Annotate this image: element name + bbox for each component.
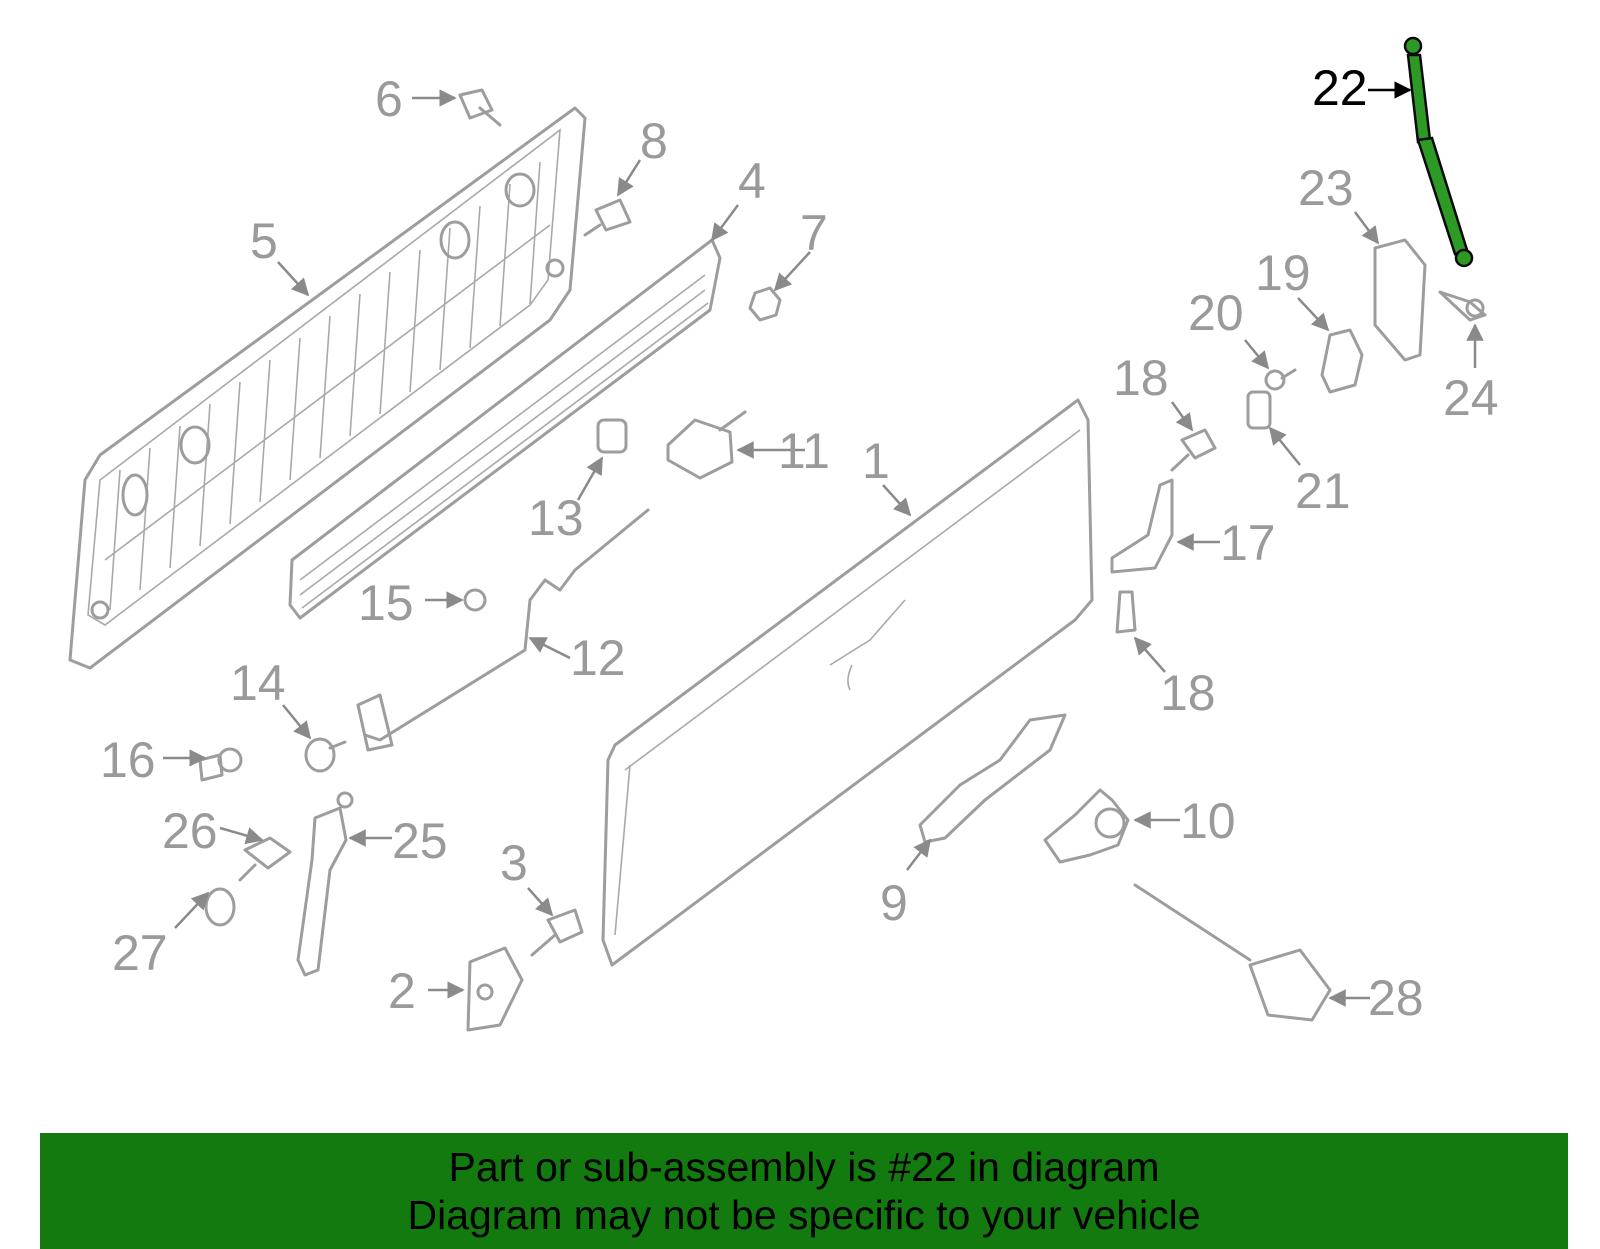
callout-15: 15 bbox=[358, 575, 414, 631]
part-1-tailgate bbox=[601, 398, 1094, 967]
callout-9: 9 bbox=[880, 875, 908, 931]
callout-24: 24 bbox=[1443, 370, 1499, 426]
banner-line-1: Part or sub-assembly is #22 in diagram bbox=[448, 1144, 1160, 1190]
callout-11: 11 bbox=[778, 423, 830, 479]
callout-7: 7 bbox=[800, 205, 828, 261]
callout-12: 12 bbox=[570, 630, 626, 686]
callout-20: 20 bbox=[1188, 285, 1244, 341]
callout-14: 14 bbox=[230, 655, 286, 711]
callout-4: 4 bbox=[738, 153, 766, 209]
callout-labels: 1 2 3 4 5 6 7 8 9 10 11 12 13 14 15 16 1… bbox=[100, 60, 1499, 1026]
callout-6: 6 bbox=[375, 71, 403, 127]
callout-26: 26 bbox=[162, 803, 218, 859]
callout-1: 1 bbox=[862, 433, 890, 489]
callout-3: 3 bbox=[500, 835, 528, 891]
part-5-tailgate-liner bbox=[68, 106, 587, 670]
callout-13: 13 bbox=[528, 490, 584, 546]
info-banner: Part or sub-assembly is #22 in diagram D… bbox=[40, 1133, 1568, 1249]
callout-8: 8 bbox=[640, 113, 668, 169]
callout-27: 27 bbox=[112, 925, 168, 981]
callout-28: 28 bbox=[1368, 970, 1424, 1026]
callout-22: 22 bbox=[1312, 60, 1368, 116]
banner-line-2: Diagram may not be specific to your vehi… bbox=[407, 1192, 1201, 1238]
callout-21: 21 bbox=[1295, 463, 1351, 519]
callout-23: 23 bbox=[1298, 160, 1354, 216]
leader-lines bbox=[163, 81, 1484, 1007]
callout-17: 17 bbox=[1220, 515, 1276, 571]
callout-2: 2 bbox=[388, 963, 416, 1019]
part-22-lift-support-strut bbox=[1403, 36, 1474, 268]
callout-25: 25 bbox=[392, 813, 448, 869]
hardware-parts bbox=[198, 88, 1487, 1032]
callout-18-upper: 18 bbox=[1113, 350, 1169, 406]
callout-19: 19 bbox=[1255, 245, 1311, 301]
callout-18-lower: 18 bbox=[1160, 665, 1216, 721]
part-4-trim-rail bbox=[288, 238, 722, 620]
callout-10: 10 bbox=[1180, 793, 1236, 849]
callout-5: 5 bbox=[250, 213, 278, 269]
callout-16: 16 bbox=[100, 732, 156, 788]
